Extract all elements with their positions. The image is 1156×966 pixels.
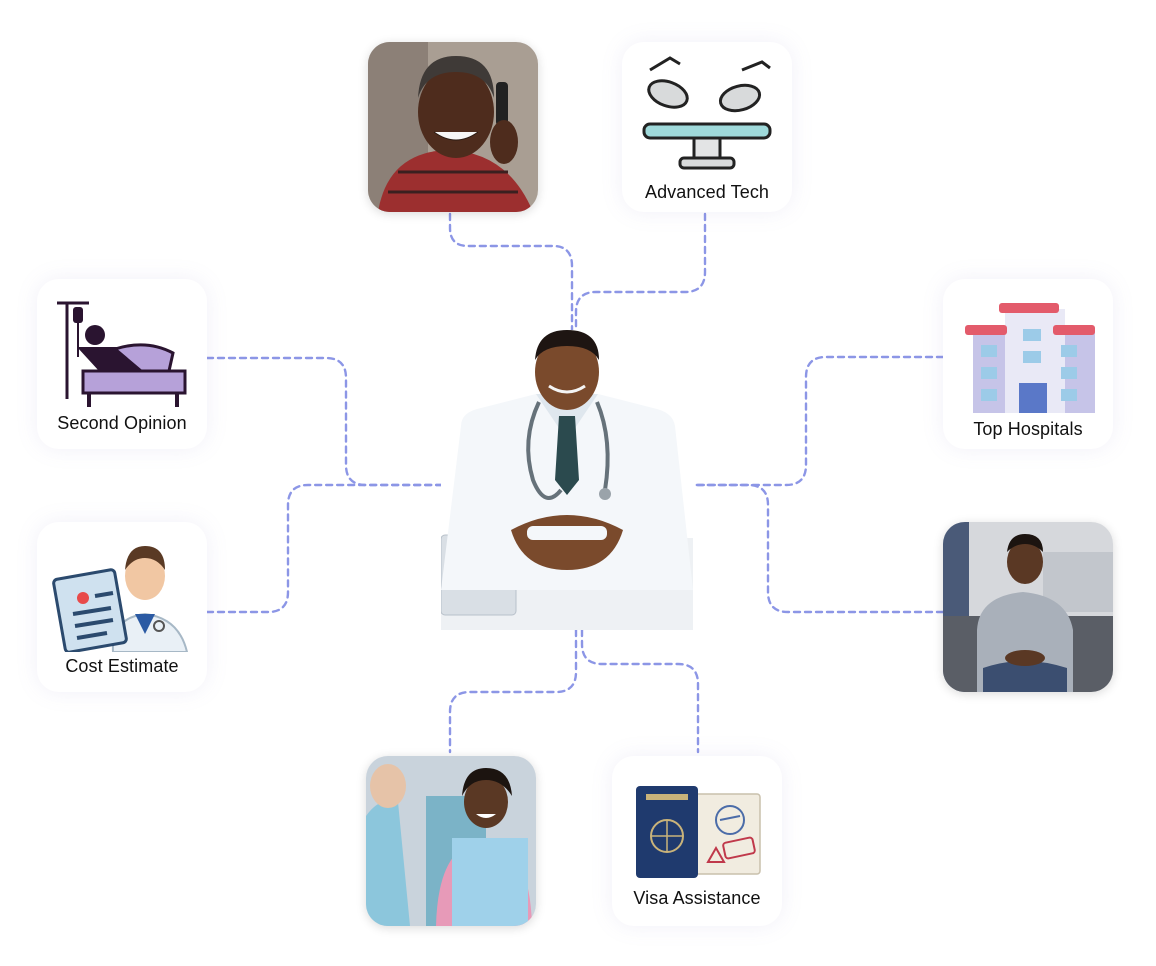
node-label-second-opinion: Second Opinion (57, 413, 187, 433)
node-label-visa-assistance: Visa Assistance (633, 888, 761, 908)
connector-visa-assistance (580, 628, 700, 754)
connector-phone-call (448, 212, 574, 332)
doctor-portrait-icon (440, 330, 693, 630)
dental-patient-photo-icon (366, 756, 536, 926)
node-cost-estimate: Cost Estimate (37, 522, 207, 692)
man-sitting-photo-icon (943, 522, 1113, 692)
node-phone-call (368, 42, 538, 212)
node-advanced-tech: Advanced Tech (622, 42, 792, 212)
node-patient-waiting (943, 522, 1113, 692)
connector-dental-care (448, 628, 578, 754)
hospital-bed-patient-icon (57, 301, 187, 407)
connector-second-opinion (205, 356, 443, 487)
node-label-top-hospitals: Top Hospitals (973, 419, 1083, 439)
connector-patient-waiting (691, 483, 945, 614)
node-label-advanced-tech: Advanced Tech (644, 182, 770, 202)
node-top-hospitals: Top Hospitals (943, 279, 1113, 449)
node-visa-assistance: Visa Assistance (612, 756, 782, 926)
doctor-with-clipboard-icon (52, 546, 189, 652)
center-doctor-portrait (440, 330, 693, 630)
woman-on-phone-photo-icon (368, 42, 538, 212)
connector-top-hospitals (691, 355, 945, 487)
connector-cost-estimate (205, 483, 443, 614)
passport-visa-icon (636, 786, 761, 878)
node-second-opinion: Second Opinion (37, 279, 207, 449)
hospital-building-icon (965, 303, 1095, 413)
node-label-cost-estimate: Cost Estimate (65, 656, 179, 676)
node-dental-care (366, 756, 536, 926)
connector-advanced-tech (574, 212, 707, 332)
surgical-lights-icon (642, 56, 772, 170)
